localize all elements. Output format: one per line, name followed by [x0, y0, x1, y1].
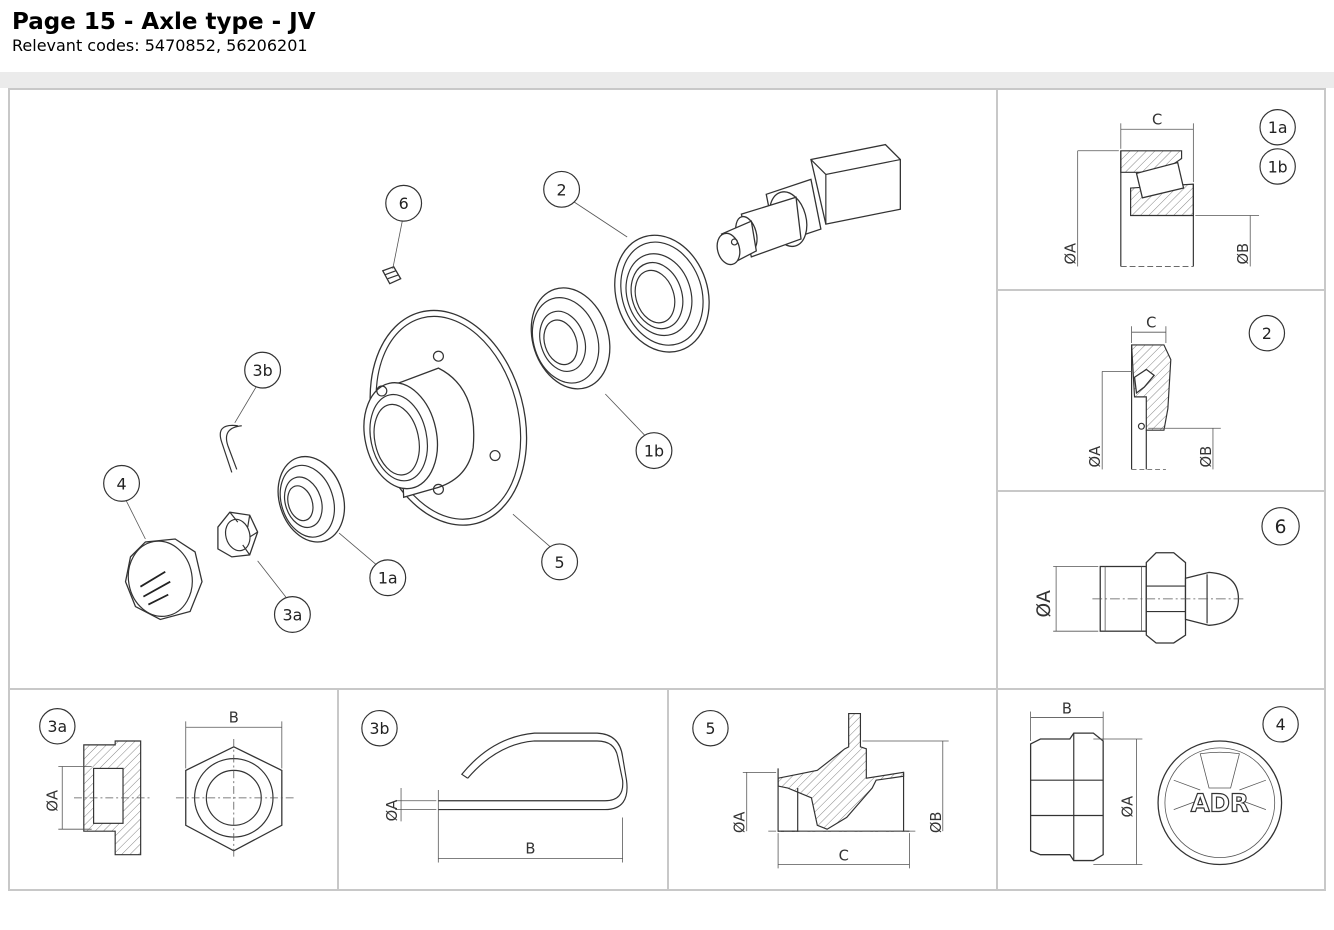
hub-part [363, 309, 528, 526]
pin-detail-panel: B ØA 3b [337, 688, 669, 891]
pin-tag: 3b [361, 709, 398, 747]
nut-drawing: ØA B 3a [39, 708, 294, 859]
svg-text:5: 5 [705, 719, 715, 738]
header-divider-band [0, 72, 1334, 88]
page-title: Page 15 - Axle type - JV [12, 9, 316, 35]
seal-tag: 2 [1248, 314, 1286, 352]
pin-dim-a: ØA [384, 800, 401, 822]
svg-text:3a: 3a [282, 605, 302, 624]
svg-text:5: 5 [555, 553, 565, 572]
svg-text:1a: 1a [378, 569, 398, 588]
seal-section-drawing: C ØA ØB 2 [1087, 314, 1286, 470]
seal-detail-panel: C ØA ØB 2 [996, 289, 1326, 492]
leader-lines [125, 201, 648, 602]
split-pin-part [219, 424, 242, 473]
hub-tag: 5 [692, 709, 729, 747]
callout-3a: 3a [273, 596, 311, 633]
nut-tag: 3a [39, 708, 76, 745]
nipple-dim-a: ØA [1034, 590, 1055, 618]
callout-4: 4 [103, 464, 141, 502]
nut-dim-a: ØA [44, 790, 61, 812]
adr-logo-text: ADR [1191, 789, 1249, 818]
svg-text:3b: 3b [370, 719, 390, 738]
nut-dim-b: B [229, 709, 239, 726]
castle-nut-part [217, 511, 259, 558]
nipple-detail-panel: ØA 6 [996, 490, 1326, 692]
callout-5: 5 [541, 543, 579, 581]
hub-detail-panel: ØA ØB C 5 [667, 688, 998, 891]
relevant-codes: Relevant codes: 5470852, 56206201 [12, 36, 308, 55]
cap-dim-b: B [1062, 701, 1072, 718]
oil-seal-part [614, 234, 710, 353]
svg-text:6: 6 [399, 194, 409, 213]
svg-text:2: 2 [1262, 324, 1272, 343]
bearing-tag-1a: 1a [1259, 109, 1296, 146]
bearing-dim-a: ØA [1063, 243, 1080, 265]
page-header: Page 15 - Axle type - JV Relevant codes:… [12, 8, 316, 56]
hub-section-drawing: ØA ØB C 5 [692, 709, 949, 869]
bearing-1a-part [277, 455, 346, 543]
callout-3b: 3b [244, 351, 282, 389]
nut-detail-panel: ØA B 3a [8, 688, 339, 891]
svg-text:1b: 1b [644, 442, 664, 461]
bearing-section-drawing: C ØA ØB 1a 1b [1063, 109, 1296, 267]
callout-2: 2 [543, 170, 581, 208]
nipple-drawing: ØA 6 [1034, 507, 1300, 644]
hub-dim-c: C [839, 848, 849, 865]
hub-dim-a: ØA [732, 812, 749, 834]
axle-stub [716, 143, 901, 266]
svg-text:2: 2 [557, 180, 567, 199]
hub-cap-face [1157, 740, 1283, 866]
seal-dim-b: ØB [1198, 446, 1215, 468]
seal-dim-c: C [1146, 314, 1156, 331]
bearing-tag-1b: 1b [1259, 148, 1296, 185]
svg-text:4: 4 [116, 474, 126, 493]
svg-text:6: 6 [1275, 517, 1287, 538]
cap-detail-panel: B ØA ADR 4 [996, 688, 1326, 891]
svg-text:3a: 3a [48, 717, 68, 736]
hub-cap-part [124, 538, 203, 621]
exploded-view-panel: 6 2 3b 1b 4 5 1a 3a [8, 88, 998, 690]
pin-dim-b: B [525, 841, 535, 858]
nipple-tag: 6 [1261, 507, 1300, 546]
bearing-dim-c: C [1152, 111, 1162, 128]
seal-dim-a: ØA [1087, 446, 1104, 468]
bearing-1b-part [530, 287, 611, 390]
cap-dim-a: ØA [1120, 796, 1137, 818]
svg-text:4: 4 [1276, 715, 1286, 734]
bearing-dim-b: ØB [1235, 243, 1252, 265]
hub-cap-drawing: B ØA ADR 4 [1029, 701, 1299, 866]
hub-dim-b: ØB [928, 811, 945, 833]
svg-text:3b: 3b [253, 361, 273, 380]
callout-1a: 1a [369, 559, 407, 597]
exploded-view-drawing: 6 2 3b 1b 4 5 1a 3a [103, 143, 901, 633]
callout-1b: 1b [635, 432, 673, 470]
bearing-detail-panel: C ØA ØB 1a 1b [996, 88, 1326, 291]
cap-tag: 4 [1262, 706, 1299, 743]
svg-text:1a: 1a [1268, 118, 1288, 137]
callout-6: 6 [385, 184, 423, 222]
pin-drawing: B ØA 3b [361, 709, 628, 863]
grease-nipple-part [381, 266, 402, 285]
svg-text:1b: 1b [1268, 157, 1288, 176]
